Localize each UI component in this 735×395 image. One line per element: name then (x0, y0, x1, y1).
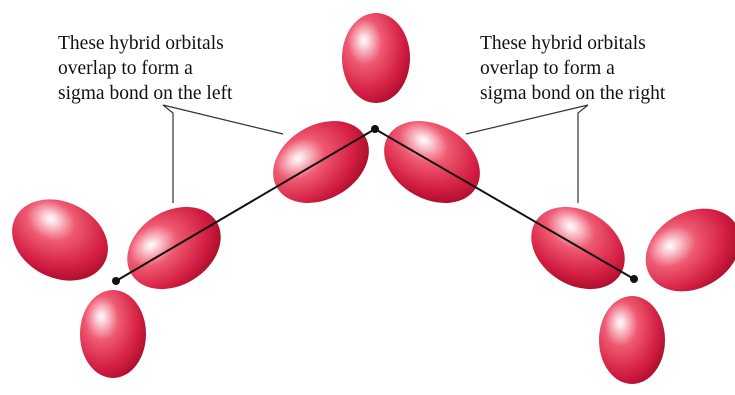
central-atom (273, 13, 480, 203)
right-leader-line (465, 104, 589, 203)
right-atom-lower-orbital (599, 296, 665, 384)
left-sigma-bond-caption: These hybrid orbitals overlap to form a … (58, 31, 232, 106)
left-caption-line-2: overlap to form a (58, 58, 193, 79)
left-caption-line-3: sigma bond on the left (58, 83, 233, 104)
left-leader-line (162, 104, 284, 203)
right-atom (531, 206, 735, 384)
left-atom-lower-orbital (80, 290, 146, 378)
right-atom-outer-orbital (645, 208, 735, 292)
leader-lines (162, 104, 589, 203)
central-nucleus-dot (371, 125, 379, 133)
bond-skeleton (112, 125, 638, 285)
right-nucleus-dot (630, 275, 638, 283)
left-sigma-bond-line (115, 128, 376, 282)
right-caption-line-3: sigma bond on the right (480, 83, 666, 104)
central-atom-top-orbital (342, 13, 410, 103)
left-atom-outer-orbital (12, 199, 108, 281)
right-sigma-bond-line (374, 128, 635, 280)
right-caption-line-1: These hybrid orbitals (480, 33, 646, 54)
right-atom-bonding-orbital (531, 206, 625, 290)
right-caption-line-2: overlap to form a (480, 58, 615, 79)
right-sigma-bond-caption: These hybrid orbitals overlap to form a … (480, 31, 665, 106)
left-caption-line-1: These hybrid orbitals (58, 33, 224, 54)
central-atom-left-orbital (273, 121, 369, 203)
left-nucleus-dot (112, 277, 120, 285)
